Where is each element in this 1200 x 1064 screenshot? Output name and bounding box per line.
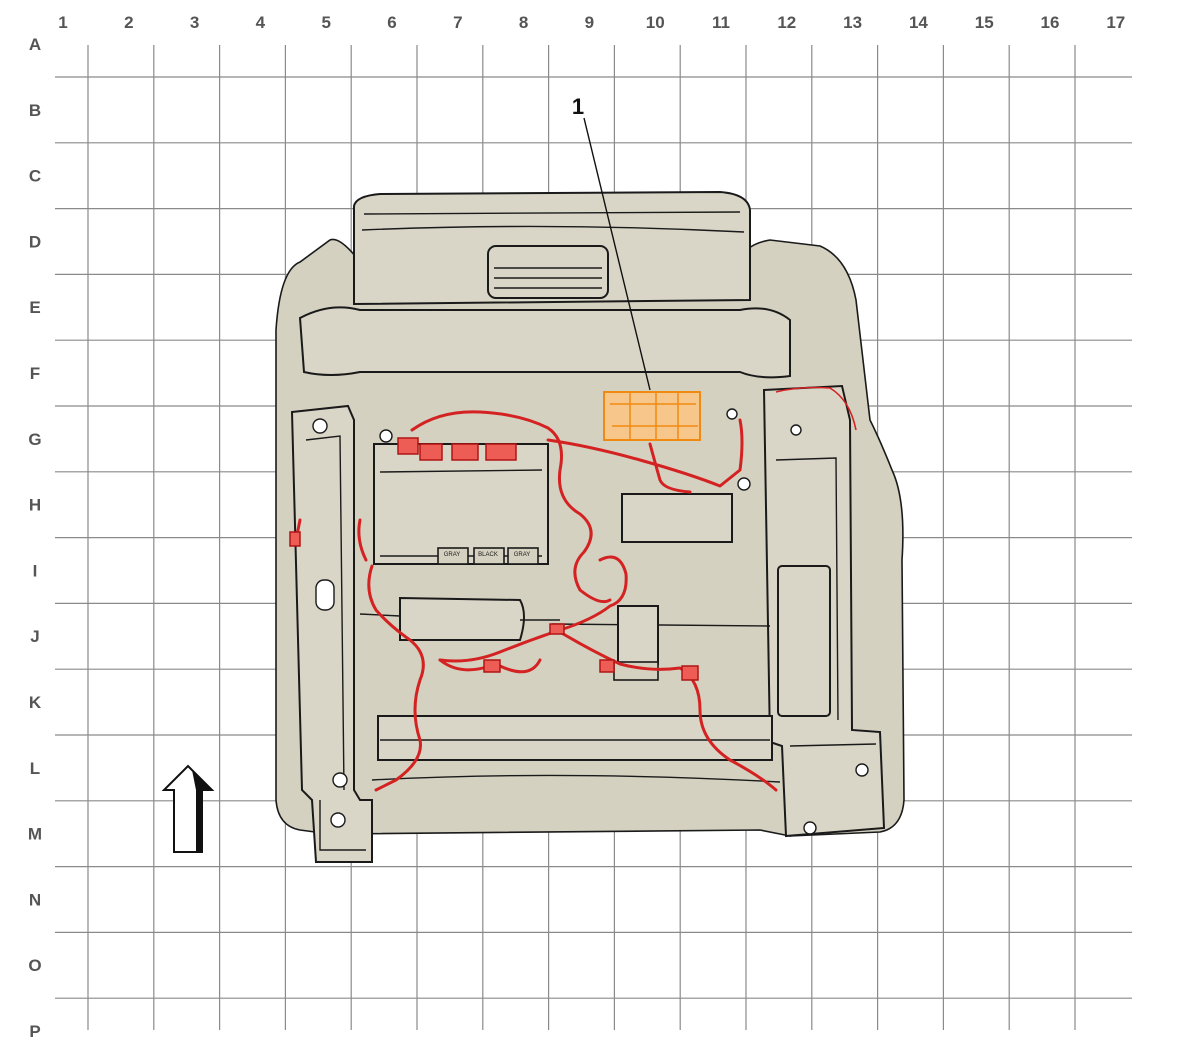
- column-label: 6: [387, 13, 396, 32]
- harness-connector: [483, 659, 501, 673]
- row-label: F: [30, 364, 40, 383]
- column-label: 2: [124, 13, 133, 32]
- column-label: 14: [909, 13, 928, 32]
- column-label: 13: [843, 13, 862, 32]
- row-labels: A B C D E F G H I J K L M N O P: [28, 35, 42, 1041]
- bolt: [726, 408, 738, 420]
- column-label: 12: [777, 13, 796, 32]
- module-connector-port: [473, 547, 505, 565]
- seat-actuator: [621, 493, 733, 543]
- bolt: [379, 429, 393, 443]
- column-label: 11: [712, 13, 730, 32]
- row-label: P: [29, 1022, 40, 1041]
- row-label: E: [29, 298, 40, 317]
- module-connector-port: [437, 547, 469, 565]
- row-label: J: [30, 627, 39, 646]
- harness-branch: [438, 555, 628, 663]
- bolt: [803, 821, 817, 835]
- harness-connector: [289, 531, 301, 547]
- harness-connector: [681, 665, 699, 681]
- harness-branch: [367, 564, 425, 792]
- control-module: [373, 443, 549, 565]
- row-label: C: [29, 167, 41, 186]
- harness-connector: [419, 443, 443, 461]
- row-label: N: [29, 890, 41, 909]
- bolt: [332, 772, 348, 788]
- harness-branch: [775, 386, 857, 431]
- bolt: [312, 418, 328, 434]
- callout-leader-line: [583, 117, 651, 391]
- seat-motor: [399, 596, 525, 641]
- connector-label-gray: GRAY: [514, 552, 531, 558]
- right-rail-inner: [775, 457, 877, 747]
- bolt: [790, 424, 802, 436]
- bolt: [737, 477, 751, 491]
- column-label: 8: [519, 13, 528, 32]
- column-label: 16: [1041, 13, 1060, 32]
- column-label: 7: [453, 13, 462, 32]
- highlighted-module: [603, 391, 701, 441]
- right-rail-block: [777, 565, 831, 717]
- harness-connector: [549, 623, 565, 635]
- column-label: 3: [190, 13, 199, 32]
- row-label: D: [29, 232, 41, 251]
- bolt: [330, 812, 346, 828]
- row-label: O: [28, 956, 41, 975]
- lower-cross-bar: [377, 715, 773, 761]
- row-label: M: [28, 825, 42, 844]
- module-connector-port: [507, 547, 539, 565]
- harness-connector: [485, 443, 517, 461]
- row-label: G: [28, 430, 41, 449]
- headrest-inner: [361, 211, 745, 233]
- lower-bar-detail: [371, 739, 781, 783]
- harness-branch: [410, 410, 612, 604]
- column-label: 1: [58, 13, 67, 32]
- highlighted-module-body: [603, 391, 701, 441]
- row-label: B: [29, 101, 41, 120]
- upper-cross-bar: [298, 306, 791, 379]
- left-rail-slot: [315, 579, 335, 611]
- column-label: 17: [1106, 13, 1125, 32]
- actuator-housing: [617, 605, 659, 665]
- bolt: [855, 763, 869, 777]
- highlighted-module-detail: [610, 392, 698, 440]
- front-arrow-icon: [161, 764, 215, 853]
- center-handle: [487, 245, 609, 299]
- row-label: K: [29, 693, 42, 712]
- center-handle-grille: [494, 267, 602, 289]
- harness-branch: [648, 442, 692, 494]
- wiring-harness: [289, 386, 857, 792]
- harness-branch: [546, 418, 744, 488]
- harness-branch: [558, 630, 778, 792]
- column-label: 5: [321, 13, 330, 32]
- connector-labels: GRAY BLACK GRAY: [444, 552, 531, 558]
- column-label: 15: [975, 13, 994, 32]
- left-seat-rail: [290, 404, 373, 863]
- harness-connector: [451, 443, 479, 461]
- callout-label-1: 1: [572, 94, 584, 119]
- column-label: 9: [585, 13, 594, 32]
- connector-label-gray: GRAY: [444, 552, 461, 558]
- column-label: 4: [256, 13, 266, 32]
- connector-label-black: BLACK: [478, 552, 498, 558]
- column-label: 10: [646, 13, 665, 32]
- harness-connector: [599, 659, 615, 673]
- row-label: H: [29, 496, 41, 515]
- left-rail-inner: [305, 435, 366, 851]
- row-label: A: [29, 35, 41, 54]
- row-label: L: [30, 759, 40, 778]
- row-label: I: [33, 561, 38, 580]
- harness-connector: [397, 437, 419, 455]
